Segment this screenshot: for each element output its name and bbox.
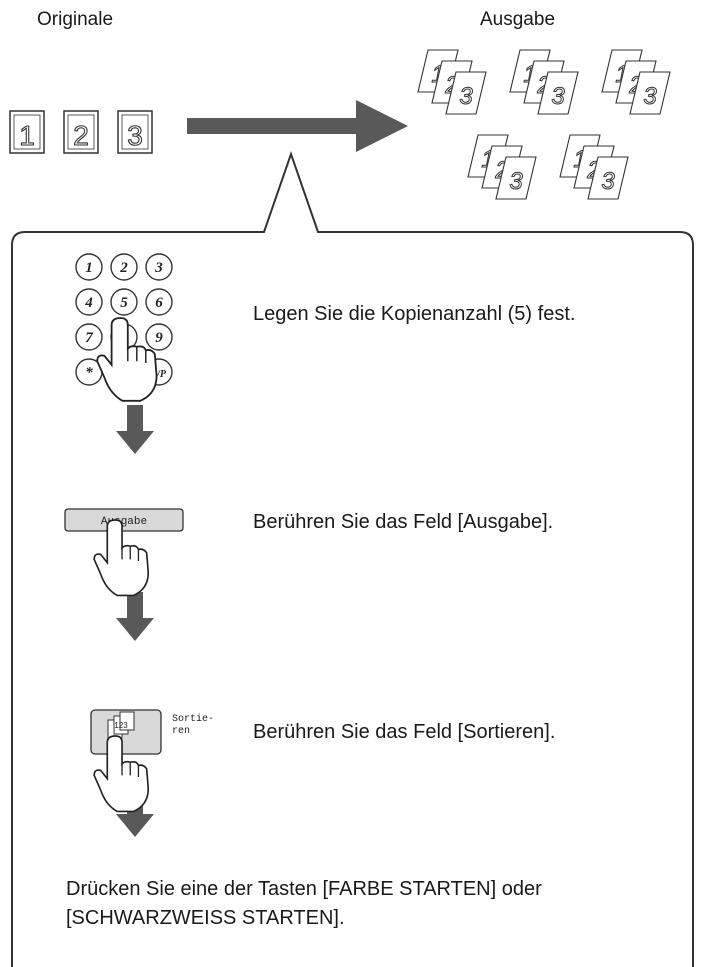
originals-heading: Originale xyxy=(37,9,114,30)
svg-text:*: * xyxy=(85,365,93,381)
original-page: 3 xyxy=(117,110,153,154)
svg-text:5: 5 xyxy=(120,295,128,311)
svg-text:3: 3 xyxy=(601,168,615,195)
step1-instruction: Legen Sie die Kopienanzahl (5) fest. xyxy=(253,303,576,325)
svg-text:3: 3 xyxy=(643,83,657,110)
keypad-key: 5 xyxy=(110,288,138,316)
svg-text:7: 7 xyxy=(85,330,93,346)
down-arrow-1 xyxy=(116,405,154,454)
svg-text:3: 3 xyxy=(154,260,163,276)
svg-text:1: 1 xyxy=(19,120,35,151)
svg-text:9: 9 xyxy=(155,330,163,346)
svg-text:2: 2 xyxy=(119,260,128,276)
keypad-key: 7 xyxy=(75,323,103,351)
svg-text:2: 2 xyxy=(73,120,89,151)
sortieren-label: Sortie- xyxy=(172,713,214,725)
keypad-key: 1 xyxy=(75,253,103,281)
pointing-hand-icon xyxy=(93,519,150,597)
keypad-key: 3 xyxy=(145,253,173,281)
svg-text:1: 1 xyxy=(85,260,93,276)
output-heading: Ausgabe xyxy=(480,9,556,30)
sortieren-button[interactable]: 123 xyxy=(90,709,162,755)
original-page: 1 xyxy=(9,110,45,154)
svg-text:3: 3 xyxy=(509,168,523,195)
final-instruction: Drücken Sie eine der Tasten [FARBE START… xyxy=(66,878,542,929)
callout-frame xyxy=(11,150,694,967)
svg-text:#/P: #/P xyxy=(151,369,167,380)
down-arrow-2 xyxy=(116,592,154,641)
pointing-hand-icon xyxy=(96,317,158,402)
svg-text:4: 4 xyxy=(84,295,93,311)
main-arrow xyxy=(187,100,408,152)
svg-text:3: 3 xyxy=(551,83,565,110)
original-page: 2 xyxy=(63,110,99,154)
svg-text:3: 3 xyxy=(459,83,473,110)
original-pages: 1 2 3 xyxy=(9,110,153,154)
keypad-key: 4 xyxy=(75,288,103,316)
keypad-key: 9 xyxy=(145,323,173,351)
svg-text:ren: ren xyxy=(172,726,190,737)
svg-text:6: 6 xyxy=(155,295,163,311)
keypad-key: 2 xyxy=(110,253,138,281)
ausgabe-button[interactable]: Ausgabe xyxy=(64,508,184,532)
step2-instruction: Berühren Sie das Feld [Ausgabe]. xyxy=(253,511,554,533)
pointing-hand-icon xyxy=(93,735,150,813)
svg-text:3: 3 xyxy=(127,120,143,151)
step3-instruction: Berühren Sie das Feld [Sortieren]. xyxy=(253,721,556,743)
keypad-key: 6 xyxy=(145,288,173,316)
svg-text:123: 123 xyxy=(114,721,128,730)
